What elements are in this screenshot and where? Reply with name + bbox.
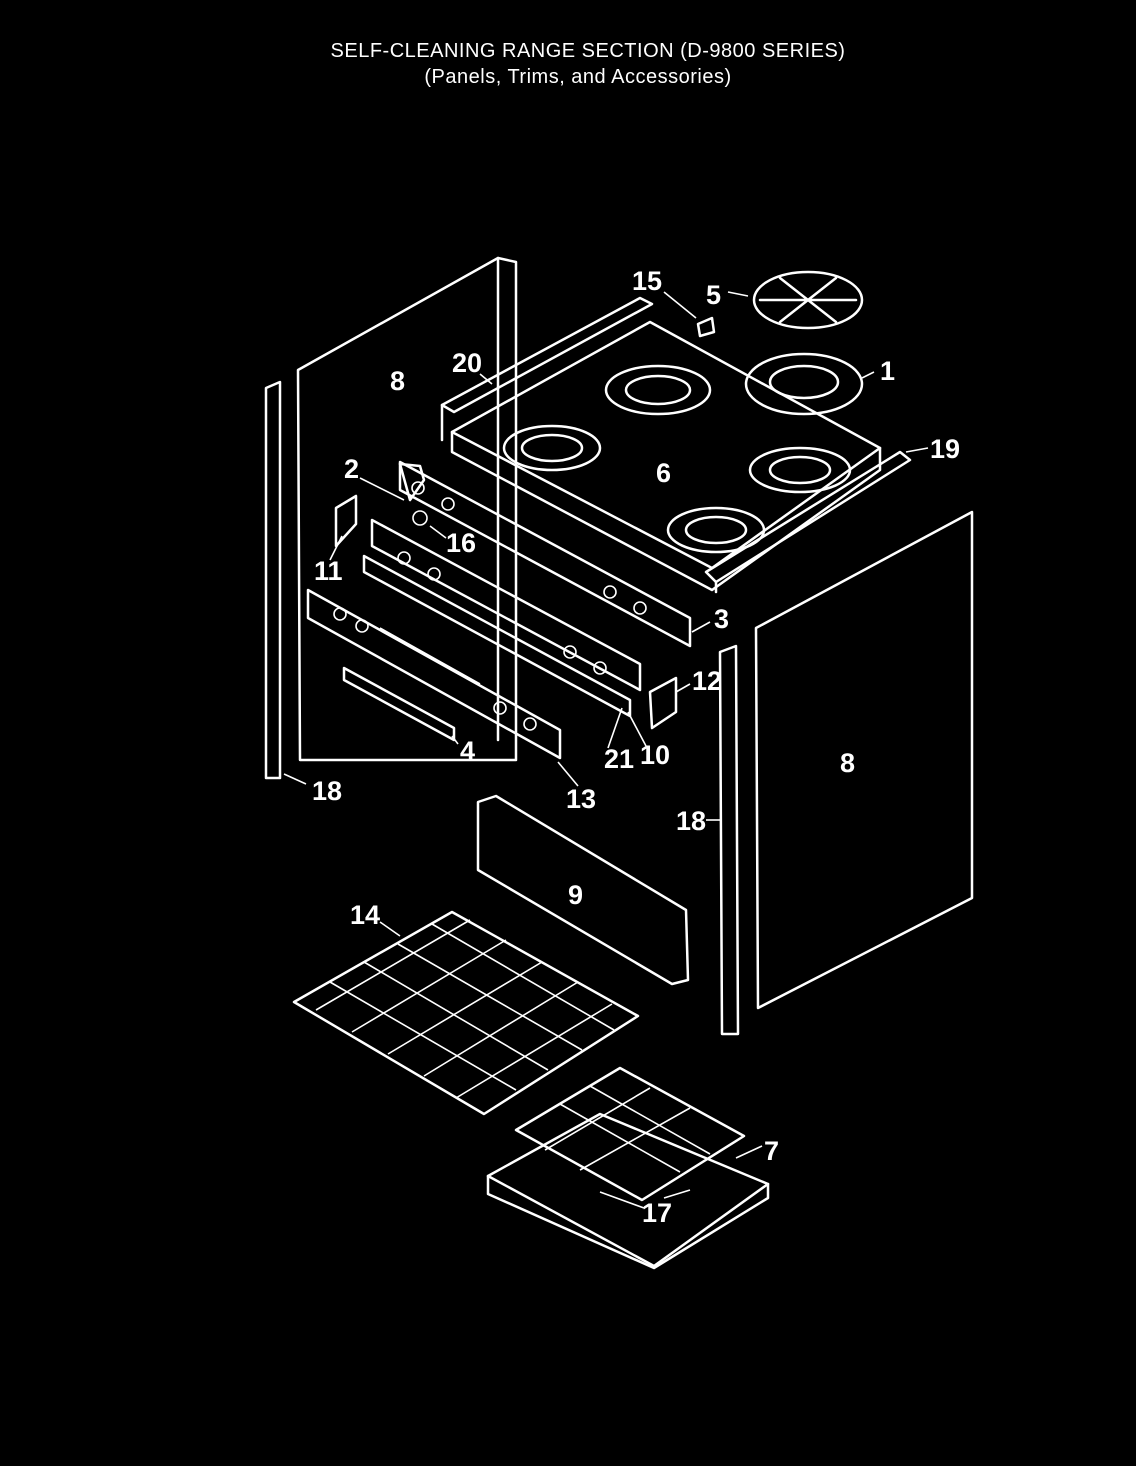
- diagram-title: SELF-CLEANING RANGE SECTION (D-9800 SERI…: [330, 40, 846, 62]
- right-side-panel: [754, 510, 974, 1010]
- diagram-subtitle: (Panels, Trims, and Accessories): [424, 66, 732, 88]
- rear-trim: [440, 296, 654, 442]
- control-bracket: [398, 462, 428, 526]
- callout-8-left: 8: [390, 366, 405, 396]
- callout-14: 14: [350, 900, 380, 930]
- right-bracket: [648, 676, 678, 730]
- callout-20: 20: [452, 348, 482, 378]
- control-panel-front: [306, 588, 562, 760]
- callout-19: 19: [930, 434, 960, 464]
- left-side-trim: [264, 380, 282, 780]
- drip-bowl: [744, 352, 864, 416]
- cooktop-side-trim: [704, 450, 912, 594]
- callout-16: 16: [446, 528, 476, 558]
- callout-6: 6: [656, 458, 671, 488]
- callout-8-right: 8: [840, 748, 855, 778]
- burner-grate: [752, 270, 864, 330]
- broiler-grid: [514, 1066, 746, 1202]
- callout-1: 1: [880, 356, 895, 386]
- left-bracket: [334, 494, 358, 548]
- callout-4: 4: [460, 736, 475, 766]
- door-panel: [476, 794, 690, 986]
- callout-2: 2: [344, 454, 359, 484]
- broiler-pan: [486, 1112, 770, 1270]
- handle: [342, 666, 456, 742]
- right-side-trim: [718, 644, 740, 1036]
- callout-9: 9: [568, 880, 583, 910]
- callout-12: 12: [692, 666, 722, 696]
- callout-11: 11: [314, 556, 343, 586]
- callout-10: 10: [640, 740, 670, 770]
- oven-rack: [292, 910, 640, 1116]
- cooktop: [450, 320, 882, 592]
- control-panel-inner: [362, 518, 642, 718]
- callout-5: 5: [706, 280, 721, 310]
- callout-15: 15: [632, 266, 662, 296]
- callout-7: 7: [764, 1136, 779, 1166]
- callout-21: 21: [604, 744, 634, 774]
- left-side-panel: [296, 256, 518, 762]
- callout-13: 13: [566, 784, 596, 814]
- callout-18-right: 18: [676, 806, 706, 836]
- callout-18-left: 18: [312, 776, 342, 806]
- callout-17: 17: [642, 1198, 672, 1228]
- callout-3: 3: [714, 604, 729, 634]
- leader-lines: [283, 291, 929, 1209]
- front-frame: [398, 460, 692, 648]
- hold-down-clip: [696, 316, 716, 338]
